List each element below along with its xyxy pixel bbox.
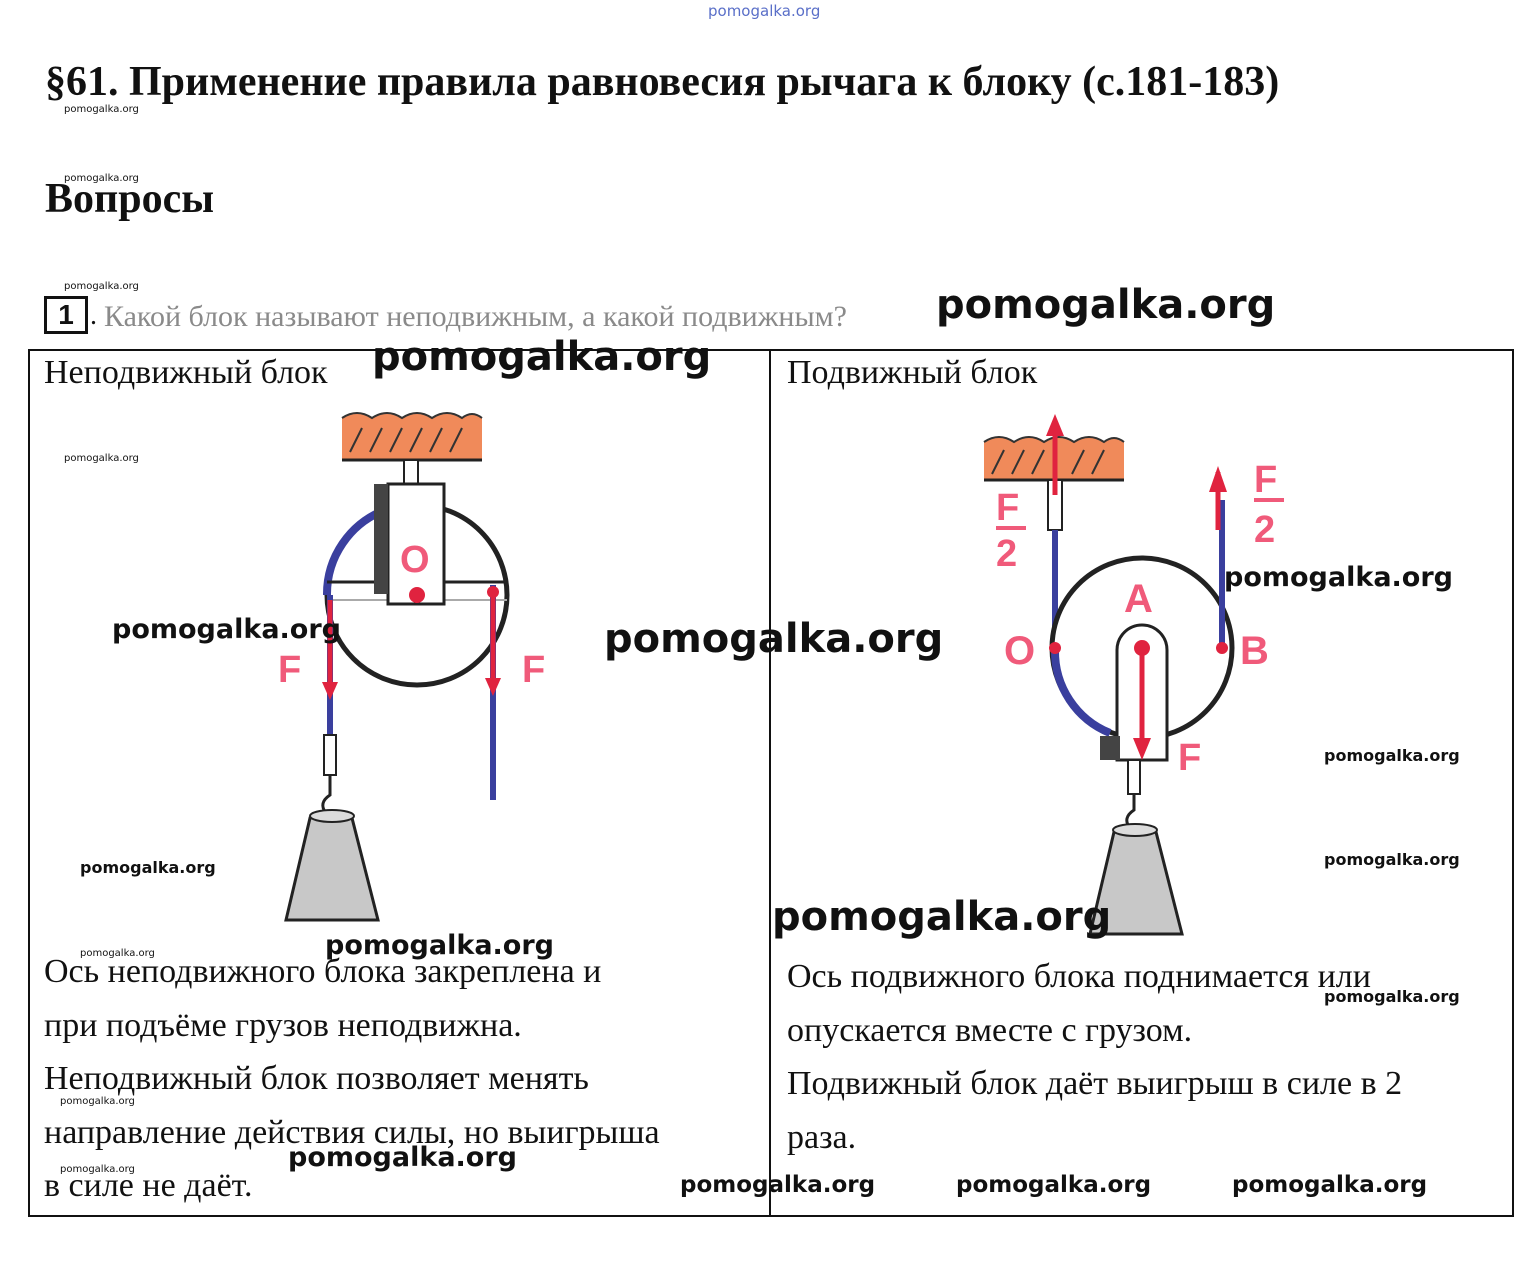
half-force-left-label: F 2 — [996, 487, 1026, 575]
watermark-small: pomogalka.org — [80, 948, 155, 959]
watermark-small: pomogalka.org — [1324, 746, 1460, 765]
movable-pulley-description: Ось подвижного блока поднимается или опу… — [787, 950, 1507, 1164]
watermark-medium: pomogalka.org — [112, 614, 341, 645]
watermark-small: pomogalka.org — [80, 858, 216, 877]
description-line: раза. — [787, 1118, 857, 1156]
force-label-f: F — [1178, 737, 1201, 779]
force-label-right: F — [522, 649, 545, 691]
point-o — [1049, 642, 1061, 654]
watermark-small: pomogalka.org — [1324, 850, 1460, 869]
watermark-large: pomogalka.org — [936, 282, 1276, 328]
half-force-arrow-right — [1209, 466, 1227, 530]
watermark-medium: pomogalka.org — [956, 1172, 1152, 1198]
force-arrow-left — [322, 600, 338, 700]
watermark-medium: pomogalka.org — [288, 1142, 517, 1173]
point-a-axis — [1134, 640, 1150, 656]
movable-pulley-figure: F 2 F 2 A O B F — [983, 414, 1284, 936]
question-number-dot: . — [90, 300, 97, 331]
section-title: Вопросы — [45, 176, 215, 222]
half-force-left-denominator: 2 — [996, 533, 1017, 575]
watermark-small: pomogalka.org — [1324, 987, 1460, 1006]
half-force-right-denominator: 2 — [1254, 509, 1275, 551]
watermark-medium: pomogalka.org — [325, 930, 554, 961]
description-line: Ось подвижного блока поднимается или — [787, 958, 1371, 995]
watermark-large: pomogalka.org — [772, 894, 1112, 940]
movable-pulley-heading: Подвижный блок — [787, 354, 1038, 391]
watermark-small: pomogalka.org — [60, 1164, 135, 1175]
description-line: при подъёме грузов неподвижна. — [44, 1006, 522, 1044]
description-line: опускается вместе с грузом. — [787, 1011, 1193, 1049]
watermark-large: pomogalka.org — [604, 616, 944, 662]
fixed-pulley-heading: Неподвижный блок — [44, 354, 328, 391]
page-title: §61. Применение правила равновесия рычаг… — [45, 59, 1280, 105]
watermark-small: pomogalka.org — [64, 173, 139, 184]
half-force-right-numerator: F — [1254, 459, 1277, 501]
watermark-top: pomogalka.org — [708, 2, 821, 20]
force-arrow-right — [485, 586, 501, 696]
watermark-small: pomogalka.org — [64, 453, 139, 464]
pulley-bracket — [374, 482, 446, 606]
ceiling-support — [341, 412, 483, 485]
fixed-pulley-description: Ось неподвижного блока закреплена и при … — [44, 945, 764, 1213]
weight — [284, 809, 380, 922]
watermark-small: pomogalka.org — [64, 104, 139, 115]
answer-table — [28, 349, 1514, 1217]
table-column-divider — [769, 349, 771, 1217]
description-line: Неподвижный блок позволяет менять — [44, 1060, 589, 1097]
question-text: Какой блок называют неподвижным, а какой… — [104, 300, 847, 333]
weight — [1088, 823, 1184, 936]
description-line: в силе не даёт. — [44, 1167, 253, 1204]
label-o: O — [1004, 629, 1035, 673]
force-arrow-down — [1133, 655, 1151, 760]
point-b — [1216, 642, 1228, 654]
description-line: Ось неподвижного блока закреплена и — [44, 953, 602, 990]
support-arrow-up — [1046, 414, 1064, 495]
watermark-large: pomogalka.org — [372, 334, 712, 380]
axis-point — [409, 587, 425, 603]
description-line: направление действия силы, но выигрыша — [44, 1113, 660, 1151]
watermark-medium: pomogalka.org — [1224, 562, 1453, 593]
force-label-left: F — [278, 649, 301, 691]
fixed-pulley-figure: O F F — [278, 412, 545, 922]
description-line: Подвижный блок даёт выигрыш в силе в 2 — [787, 1065, 1403, 1102]
half-force-left-numerator: F — [996, 487, 1019, 529]
hook-chain — [321, 734, 344, 818]
label-b: B — [1240, 629, 1269, 673]
watermark-small: pomogalka.org — [60, 1096, 135, 1107]
half-force-right-label: F 2 — [1254, 459, 1284, 551]
watermark-medium: pomogalka.org — [680, 1172, 876, 1198]
label-a: A — [1124, 577, 1153, 621]
axis-label-o: O — [400, 539, 430, 581]
watermark-small: pomogalka.org — [64, 281, 139, 292]
hook-chain — [1125, 759, 1148, 833]
question-number: 1 — [44, 296, 88, 334]
watermark-medium: pomogalka.org — [1232, 1172, 1428, 1198]
